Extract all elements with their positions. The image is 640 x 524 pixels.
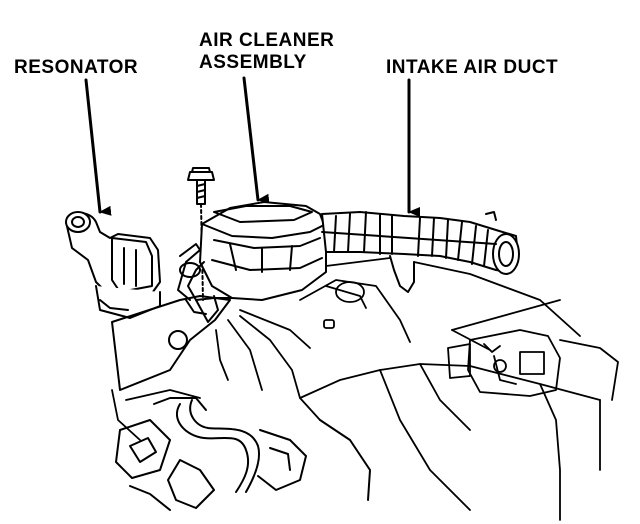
intake-duct-part — [321, 211, 520, 275]
air-cleaner-label-line1: AIR CLEANER — [199, 30, 335, 51]
duct-support — [389, 255, 415, 293]
air-cleaner-arrow — [242, 76, 270, 204]
air-cleaner-part — [177, 201, 327, 323]
air-cleaner-assembly-label: AIR CLEANER ASSEMBLY — [199, 30, 334, 74]
resonator-bracket — [111, 295, 231, 391]
engine-bay-body — [111, 257, 601, 521]
intake-air-duct-label: INTAKE AIR DUCT — [386, 57, 559, 78]
leader-arrows — [84, 76, 420, 217]
lower-hoses — [115, 397, 371, 511]
resonator-arrow — [84, 78, 112, 216]
resonator-part — [65, 211, 161, 319]
right-component — [447, 329, 619, 401]
air-cleaner-label-line2: ASSEMBLY — [199, 52, 307, 73]
resonator-label: RESONATOR — [14, 57, 139, 78]
mounting-bolt — [187, 167, 215, 301]
